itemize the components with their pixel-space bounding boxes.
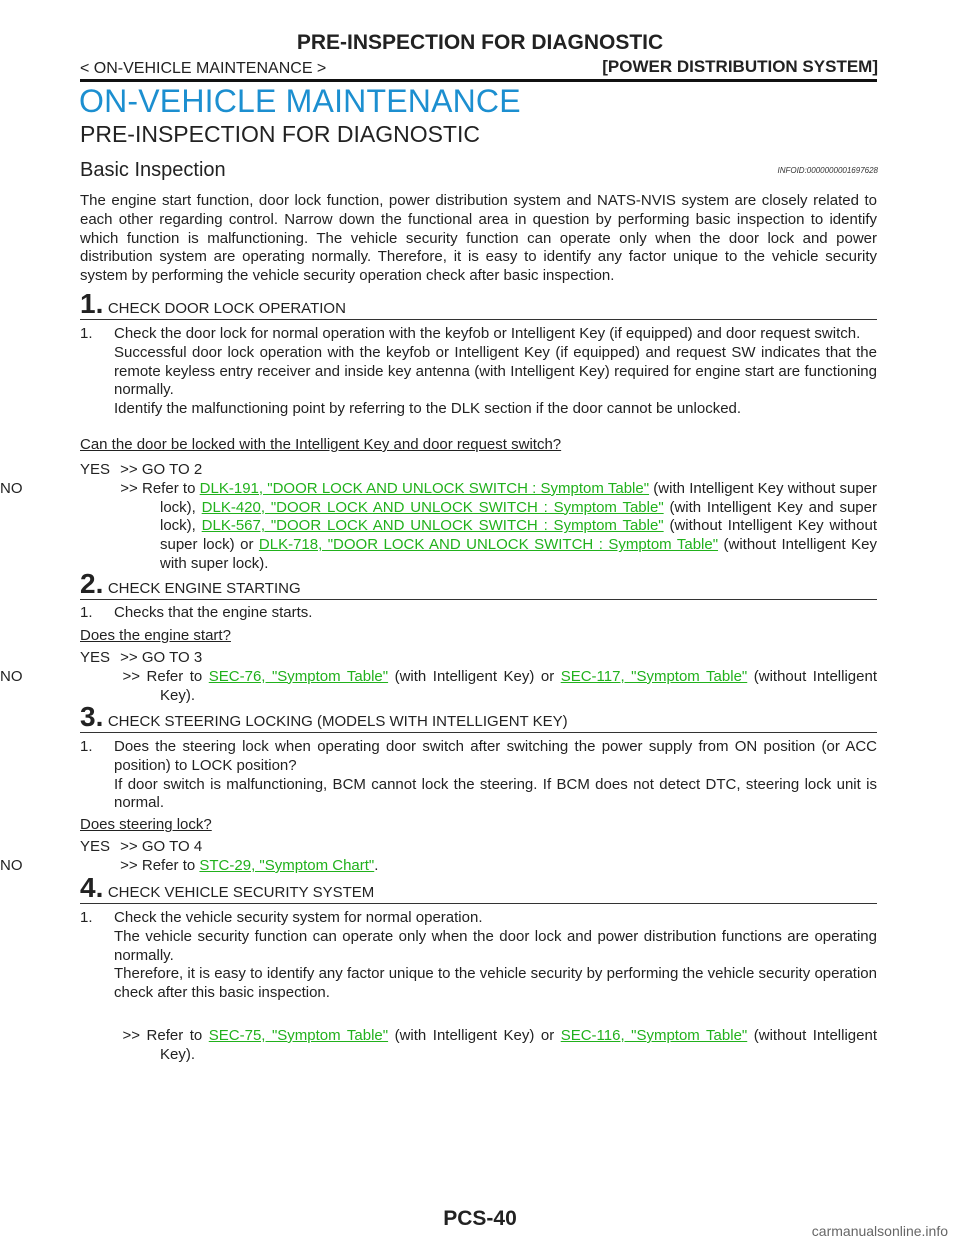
watermark: carmanualsonline.info (811, 1223, 948, 1239)
ref-note: (with Intelligent Key without super lock… (160, 479, 878, 516)
ref-note: (without Intelligent Key without super l… (160, 517, 877, 554)
step-number: 2. (80, 568, 104, 599)
ref-link[interactable]: SEC-117, "Symptom Table" (560, 667, 748, 685)
no-key: NO (0, 479, 23, 497)
step-number: 1. (80, 288, 104, 319)
ref-link[interactable]: DLK-191, "DOOR LOCK AND UNLOCK SWITCH : … (199, 479, 650, 497)
yes-key: YES (80, 838, 111, 855)
step-3-question: Does steering lock? (80, 816, 212, 833)
no-prefix: >> Refer to (120, 856, 200, 874)
no-prefix: >> Refer to (120, 479, 200, 497)
step-2-question: Does the engine start? (80, 627, 231, 644)
item-line: Checks that the engine starts. (114, 604, 313, 621)
ref-note: (with Intelligent Key) or (388, 1027, 561, 1044)
step-number: 4. (80, 872, 104, 903)
item-line: Does the steering lock when operating do… (114, 738, 877, 774)
step-1-question: Can the door be locked with the Intellig… (80, 436, 562, 453)
page-number: PCS-40 (443, 1207, 517, 1230)
section-heading: ON-VEHICLE MAINTENANCE (79, 83, 521, 119)
ref-note: (without Intelligent Key with super lock… (160, 536, 877, 572)
item-number: 1. (80, 604, 93, 621)
yes-action: >> GO TO 2 (120, 461, 203, 478)
item-line: Identify the malfunctioning point by ref… (114, 400, 742, 418)
item-line: Check the vehicle security system for no… (114, 909, 483, 926)
ref-note: (without Intelligent Key). (160, 1027, 877, 1063)
item-line: Check the door lock for normal operation… (114, 325, 861, 342)
item-number: 1. (80, 738, 93, 755)
step-2-header: 2. CHECK ENGINE STARTING (80, 569, 877, 600)
running-header-section: < ON-VEHICLE MAINTENANCE > (80, 60, 327, 77)
yes-key: YES (80, 461, 111, 478)
ref-note: . (374, 856, 379, 874)
intro-paragraph: The engine start function, door lock fun… (80, 192, 877, 285)
step-4-answer: >> Refer to SEC-75, "Symptom Table" (wit… (80, 1027, 877, 1065)
step-3-answers: YES >> GO TO 4 NO >> Refer to STC-29, "S… (0, 838, 877, 876)
step-3-header: 3. CHECK STEERING LOCKING (MODELS WITH I… (80, 702, 877, 733)
step-2-answers: YES >> GO TO 3 NO >> Refer to SEC-76, "S… (0, 649, 877, 705)
item-line: If door switch is malfunctioning, BCM ca… (114, 775, 877, 812)
ref-note: (with Intelligent Key and super lock), (160, 498, 877, 535)
running-header-title: PRE-INSPECTION FOR DIAGNOSTIC (296, 31, 664, 54)
step-1-item: 1. Check the door lock for normal operat… (80, 325, 877, 419)
yes-action: >> GO TO 4 (120, 838, 203, 855)
step-1-header: 1. CHECK DOOR LOCK OPERATION (80, 289, 877, 320)
subsection-heading: PRE-INSPECTION FOR DIAGNOSTIC (80, 121, 480, 147)
ref-note: (without Intelligent Key). (160, 667, 877, 704)
step-label: CHECK VEHICLE SECURITY SYSTEM (107, 884, 375, 901)
ref-link[interactable]: SEC-76, "Symptom Table" (208, 667, 389, 685)
ref-link[interactable]: DLK-420, "DOOR LOCK AND UNLOCK SWITCH : … (201, 498, 664, 516)
ref-note: (with Intelligent Key) or (388, 667, 561, 685)
ref-link[interactable]: SEC-75, "Symptom Table" (208, 1027, 389, 1044)
ref-link[interactable]: DLK-567, "DOOR LOCK AND UNLOCK SWITCH : … (201, 517, 664, 535)
topic-heading: Basic Inspection (80, 159, 226, 181)
no-key: NO (0, 856, 23, 874)
step-1-answers: YES >> GO TO 2 NO >> Refer to DLK-191, "… (0, 461, 878, 574)
step-4-header: 4. CHECK VEHICLE SECURITY SYSTEM (80, 873, 877, 904)
step-number: 3. (80, 701, 104, 732)
step-label: CHECK STEERING LOCKING (MODELS WITH INTE… (107, 713, 568, 730)
final-prefix: >> Refer to (122, 1027, 209, 1044)
step-label: CHECK ENGINE STARTING (107, 580, 301, 597)
step-label: CHECK DOOR LOCK OPERATION (107, 300, 346, 317)
no-key: NO (0, 667, 23, 685)
no-prefix: >> Refer to (122, 667, 209, 685)
item-line: Successful door lock operation with the … (114, 343, 877, 399)
yes-key: YES (80, 649, 111, 666)
item-number: 1. (80, 909, 93, 926)
item-line: The vehicle security function can operat… (114, 927, 877, 964)
yes-action: >> GO TO 3 (120, 649, 203, 666)
item-number: 1. (80, 325, 93, 342)
running-header-system: [POWER DISTRIBUTION SYSTEM] (602, 57, 878, 76)
ref-link[interactable]: STC-29, "Symptom Chart" (199, 856, 375, 874)
ref-link[interactable]: SEC-116, "Symptom Table" (560, 1027, 748, 1044)
item-line: Therefore, it is easy to identify any fa… (114, 965, 877, 1002)
header-rule (80, 79, 877, 82)
ref-link[interactable]: DLK-718, "DOOR LOCK AND UNLOCK SWITCH : … (258, 536, 719, 554)
step-3-item: 1. Does the steering lock when operating… (80, 738, 877, 813)
step-4-item: 1. Check the vehicle security system for… (80, 909, 877, 1003)
step-2-item: 1. Checks that the engine starts. (80, 604, 877, 623)
info-id: INFOID:0000000001697628 (777, 166, 878, 175)
